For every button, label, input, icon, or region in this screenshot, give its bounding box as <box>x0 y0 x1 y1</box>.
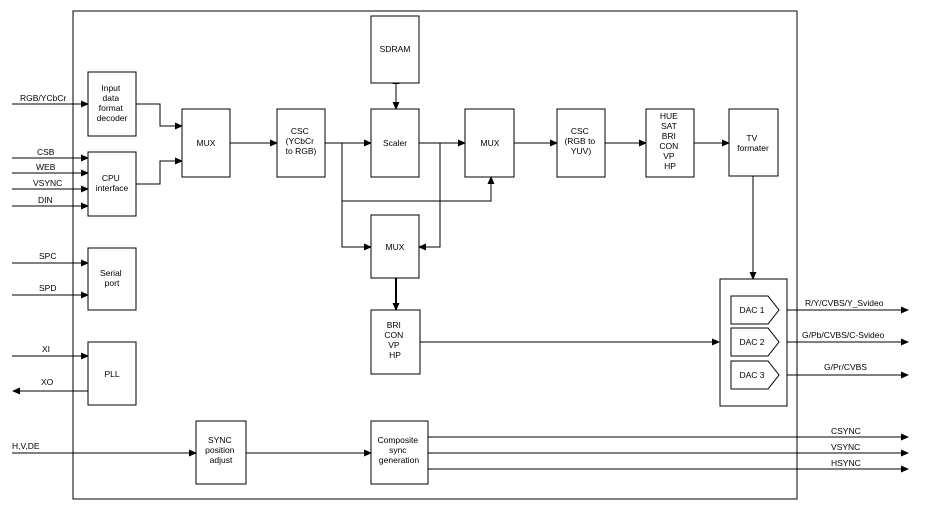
signal-vsync-out: VSYNC <box>831 442 860 452</box>
composite-sync-label: Composite sync generation <box>377 435 420 465</box>
dac1-block: DAC 1 <box>730 295 780 325</box>
input-decoder-block: Input data format decoder <box>87 71 137 137</box>
mux2-label: MUX <box>481 138 500 148</box>
adjust-label: HUE SAT BRI CON VP HP <box>659 111 680 171</box>
adjust-block: HUE SAT BRI CON VP HP <box>645 108 695 178</box>
sdram-label: SDRAM <box>380 44 411 54</box>
bri-con-block: BRI CON VP HP <box>370 309 421 375</box>
signal-xo: XO <box>41 377 54 387</box>
cpu-interface-label: CPU interface <box>96 173 129 193</box>
dac1-label: DAC 1 <box>739 305 764 315</box>
signal-out2: G/Pb/CVBS/C-Svideo <box>802 330 884 340</box>
mux3-block: MUX <box>370 214 420 279</box>
mux3-label: MUX <box>386 242 405 252</box>
signal-spd: SPD <box>39 283 56 293</box>
signal-out1: R/Y/CVBS/Y_Svideo <box>805 298 884 308</box>
dac2-block: DAC 2 <box>730 327 780 357</box>
sync-adjust-label: SYNC position adjust <box>205 435 237 465</box>
chip-boundary <box>72 10 798 500</box>
scaler-label: Scaler <box>383 138 407 148</box>
signal-din: DIN <box>38 195 53 205</box>
tv-formater-block: TV formater <box>728 108 779 177</box>
signal-csync: CSYNC <box>831 426 861 436</box>
scaler-block: Scaler <box>370 108 420 178</box>
signal-rgb-ycbcr: RGB/YCbCr <box>20 93 66 103</box>
pll-label: PLL <box>104 369 119 379</box>
signal-spc: SPC <box>39 251 56 261</box>
mux2-block: MUX <box>464 108 515 178</box>
csc2-label: CSC (RGB to YUV) <box>564 126 597 156</box>
connections <box>12 76 909 473</box>
signal-out3: G/Pr/CVBS <box>824 362 867 372</box>
signal-xi: XI <box>42 344 50 354</box>
sync-adjust-block: SYNC position adjust <box>195 420 247 485</box>
serial-port-label: Serial port <box>100 268 124 288</box>
csc1-block: CSC (YCbCr to RGB) <box>276 108 326 178</box>
signal-labels: RGB/YCbCr CSB WEB VSYNC DIN SPC SPD XI X… <box>12 93 884 468</box>
composite-sync-block: Composite sync generation <box>370 420 429 485</box>
tv-formater-label: TV formater <box>737 133 769 153</box>
dac-block: DAC 1 DAC 2 DAC 3 <box>719 278 788 407</box>
csc2-block: CSC (RGB to YUV) <box>556 108 606 178</box>
dac3-block: DAC 3 <box>730 360 780 390</box>
bri-con-label: BRI CON VP HP <box>384 320 405 360</box>
signal-hvde: H,V,DE <box>12 441 40 451</box>
csc1-label: CSC (YCbCr to RGB) <box>286 126 317 156</box>
signal-web: WEB <box>36 162 56 172</box>
dac2-label: DAC 2 <box>739 337 764 347</box>
cpu-interface-block: CPU interface <box>87 151 137 217</box>
signal-vsync-in: VSYNC <box>33 178 62 188</box>
mux1-label: MUX <box>197 138 216 148</box>
serial-port-block: Serial port <box>87 247 137 311</box>
dac3-label: DAC 3 <box>739 370 764 380</box>
pll-block: PLL <box>87 341 137 406</box>
input-decoder-label: Input data format decoder <box>97 83 128 123</box>
signal-csb: CSB <box>37 147 55 157</box>
signal-hsync: HSYNC <box>831 458 861 468</box>
sdram-block: SDRAM <box>370 15 420 84</box>
mux1-block: MUX <box>181 108 231 178</box>
